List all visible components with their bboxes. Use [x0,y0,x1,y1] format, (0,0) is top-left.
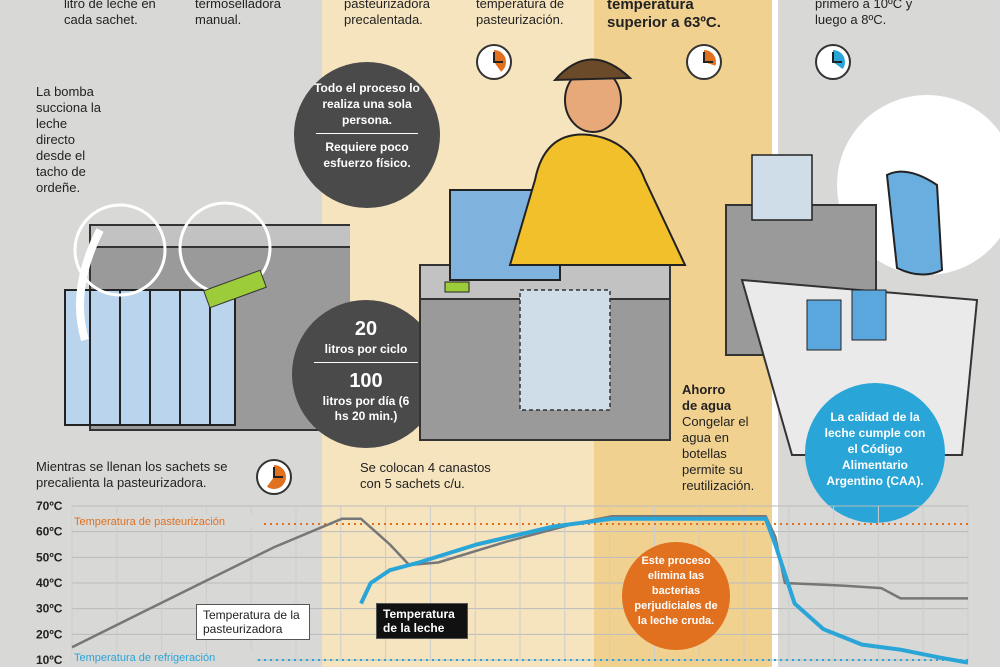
y-tick-label: 60ºC [36,525,63,539]
y-tick-label: 70ºC [36,499,63,513]
frozen-bottle [806,299,842,351]
water-saving-text: Congelar el agua en botellas permite su … [682,414,755,493]
ice-basket [751,154,813,221]
baskets-text: Se colocan 4 canastos con 5 sachets c/u. [360,460,491,491]
frozen-bottle [851,289,887,341]
sachet-basket-stack [519,289,611,411]
panel1-top-text-a: litro de leche en cada sachet. [64,0,156,27]
machine-top [89,224,350,248]
pasteurizer-temp-line [71,515,968,649]
y-tick-label: 20ºC [36,627,63,641]
bacteria-text: Este proceso elimina las bacterias perju… [634,555,718,627]
quality-bubble: La calidad de la leche cumple con el Cód… [805,383,945,523]
legend-pasteurizer-label: Temperatura de la pasteurizadora [203,608,300,636]
cycle-unit: litros por ciclo [324,342,408,356]
display [444,281,470,293]
bacteria-bubble: Este proceso elimina las bacterias perju… [622,542,730,650]
milk-temp-line [359,516,969,665]
farmer [508,133,687,266]
clock-icon [686,44,722,80]
water-saving-title: Ahorro de agua [682,382,732,413]
clock-icon [815,44,851,80]
reference-line-label: Temperatura de refrigeración [74,652,215,664]
quality-text: La calidad de la leche cumple con el Cód… [824,410,926,488]
y-tick-label: 10ºC [36,653,63,667]
preheat-text: Mientras se llenan los sachets se precal… [36,459,228,490]
farmer-cap [552,58,633,82]
clock-icon [256,459,292,495]
day-unit: litros por día (6 hs 20 min.) [322,394,410,423]
day-number: 100 [349,370,383,392]
legend-pasteurizer: Temperatura de la pasteurizadora [196,604,310,640]
cooling-text: primero a 10ºC y luego a 8ºC. [815,0,913,27]
y-tick-label: 40ºC [36,576,63,590]
panel2-top-text-b: temperatura de pasteurización. [476,0,565,27]
hose [76,228,104,342]
panel2-top-text-a: pasteurizadora precalentada. [344,0,430,27]
one-person-text: Todo el proceso lo realiza una sola pers… [314,81,420,127]
pasteur-temp-text: temperatura superior a 63ºC. [607,0,721,31]
clock-icon [476,44,512,80]
y-tick-label: 30ºC [36,602,63,616]
cycle-number: 20 [354,318,378,340]
green-sachet [203,269,267,309]
capacity-bubble: 20 litros por ciclo 100 litros por día (… [292,300,440,448]
temperature-chart: 70ºC 60ºC 50ºC 40ºC 30ºC 20ºC 10ºC Temperatura… [36,499,969,667]
pasteurizer-illustration [419,58,687,441]
legend-milk-label: Temperatura de la leche [383,607,455,635]
one-person-bubble: Todo el proceso lo realiza una sola pers… [294,62,440,208]
milk-sachet [885,170,944,276]
panel1-top-text-b: termoselladora manual. [195,0,281,27]
y-tick-label: 50ºC [36,550,63,564]
zoom-circle-left [73,203,167,297]
pump-text: La bomba succiona la leche directo desde… [36,84,102,195]
legend-milk: Temperatura de la leche [376,603,468,639]
reference-label-bg [72,651,257,663]
reference-line-label: Temperatura de pasteurización [74,516,225,528]
reference-label-bg [72,514,263,527]
low-effort-text: Requiere poco esfuerzo físico. [323,140,411,170]
